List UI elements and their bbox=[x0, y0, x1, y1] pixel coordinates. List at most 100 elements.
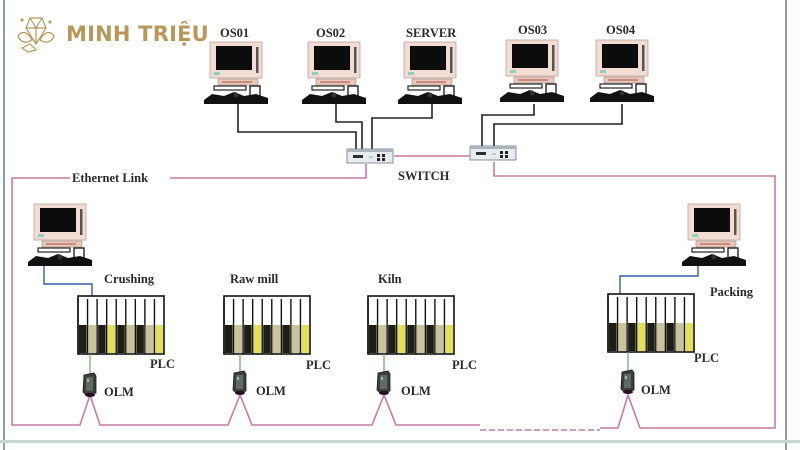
pc-plc-link-crushing bbox=[43, 266, 93, 296]
node-os01[interactable]: OS01 bbox=[203, 26, 269, 105]
lan-link-os04 bbox=[493, 104, 623, 148]
plc-module bbox=[685, 323, 693, 351]
plc-module bbox=[397, 325, 406, 353]
plc-module bbox=[263, 325, 271, 353]
computer-icon bbox=[397, 41, 463, 105]
plc-module bbox=[136, 325, 144, 353]
plc-module bbox=[647, 323, 655, 351]
olm-icon bbox=[376, 370, 391, 396]
plc-module bbox=[301, 325, 309, 353]
olm-raw-mill[interactable] bbox=[232, 370, 247, 396]
olm-label-packing: OLM bbox=[641, 383, 671, 397]
ethernet-ring bbox=[11, 155, 776, 431]
node-os03[interactable]: OS03 bbox=[499, 23, 565, 103]
plc-module bbox=[107, 325, 116, 353]
plc-label-packing: PLC bbox=[694, 351, 719, 365]
frame-bottom-border bbox=[0, 440, 800, 443]
station-label-raw-mill: Raw mill bbox=[230, 272, 279, 286]
brand-logo: MINH TRIỆU bbox=[14, 14, 209, 54]
plc-module bbox=[225, 325, 233, 353]
olm-icon bbox=[620, 369, 635, 395]
computer-icon bbox=[301, 41, 367, 105]
plc-module bbox=[98, 325, 106, 353]
node-label: OS03 bbox=[518, 23, 547, 37]
plc-module bbox=[637, 323, 646, 351]
station-label-packing: Packing bbox=[710, 285, 754, 299]
plc-module bbox=[445, 325, 453, 353]
station-label-kiln: Kiln bbox=[378, 272, 402, 286]
node-label: OS02 bbox=[316, 26, 345, 40]
brand-name: MINH TRIỆU bbox=[66, 22, 209, 46]
plc-rack-kiln[interactable] bbox=[367, 295, 455, 355]
node-server[interactable]: SERVER bbox=[397, 26, 463, 105]
switch-group: SWITCH bbox=[346, 145, 517, 183]
plc-module bbox=[253, 325, 262, 353]
computer-icon bbox=[27, 203, 93, 267]
station-label-crushing: Crushing bbox=[104, 272, 155, 286]
olm-label-raw-mill: OLM bbox=[256, 384, 286, 398]
plc-module bbox=[155, 325, 163, 353]
node-os04[interactable]: OS04 bbox=[589, 23, 655, 103]
plc-module bbox=[244, 325, 252, 353]
plc-module bbox=[628, 323, 636, 351]
node-label: OS01 bbox=[220, 26, 249, 40]
station-pc-crushing[interactable] bbox=[27, 203, 93, 267]
plc-module bbox=[145, 325, 154, 353]
olm-icon bbox=[82, 372, 97, 398]
ethernet-right bbox=[493, 162, 776, 429]
olm-crushing[interactable] bbox=[82, 372, 97, 398]
computer-icon bbox=[681, 203, 747, 267]
lan-link-os01 bbox=[237, 104, 357, 150]
plc-module bbox=[609, 323, 617, 351]
plc-module bbox=[234, 325, 243, 353]
frame-left-border bbox=[3, 0, 5, 450]
plc-module bbox=[291, 325, 300, 353]
lan-link-server bbox=[371, 104, 433, 150]
olm-kiln[interactable] bbox=[376, 370, 391, 396]
plc-module bbox=[126, 325, 135, 353]
plc-module bbox=[656, 323, 665, 351]
plc-module bbox=[666, 323, 674, 351]
computer-icon bbox=[203, 41, 269, 105]
plc-label-kiln: PLC bbox=[452, 358, 477, 372]
lan-link-os03 bbox=[481, 104, 535, 148]
plc-rack-raw-mill[interactable] bbox=[223, 295, 311, 355]
plc-module bbox=[79, 325, 87, 353]
plc-module bbox=[369, 325, 377, 353]
olm-label-crushing: OLM bbox=[104, 385, 134, 399]
computer-icon bbox=[589, 39, 655, 103]
lan-link-os02 bbox=[335, 104, 363, 150]
network-switch-icon[interactable] bbox=[469, 145, 517, 161]
pc-plc-link-packing bbox=[619, 266, 699, 294]
frame-right-border bbox=[785, 0, 787, 450]
computer-icon bbox=[499, 39, 565, 103]
plc-module bbox=[388, 325, 396, 353]
plc-module bbox=[407, 325, 415, 353]
plc-module bbox=[426, 325, 434, 353]
node-label: SERVER bbox=[406, 26, 457, 40]
plc-module bbox=[117, 325, 125, 353]
plc-rack-crushing[interactable] bbox=[77, 295, 165, 355]
station-pc-packing[interactable] bbox=[681, 203, 747, 267]
switch-label: SWITCH bbox=[398, 169, 450, 183]
plc-module bbox=[675, 323, 684, 351]
plc-module bbox=[378, 325, 387, 353]
ethernet-link-label: Ethernet Link bbox=[72, 171, 148, 185]
plc-racks bbox=[77, 293, 695, 374]
network-switch-icon[interactable] bbox=[346, 148, 394, 164]
plc-module bbox=[282, 325, 290, 353]
crystal-lotus-icon bbox=[17, 17, 55, 53]
top-nodes: OS01 OS02 SERVER OS03 OS04 bbox=[203, 23, 655, 105]
plc-module bbox=[272, 325, 281, 353]
lan-links bbox=[237, 104, 623, 150]
plc-module bbox=[416, 325, 425, 353]
olm-packing[interactable] bbox=[620, 369, 635, 395]
ethernet-left bbox=[170, 164, 367, 179]
plc-label-crushing: PLC bbox=[150, 357, 175, 371]
node-os02[interactable]: OS02 bbox=[301, 26, 367, 105]
plc-module bbox=[88, 325, 97, 353]
plc-label-raw-mill: PLC bbox=[306, 358, 331, 372]
node-label: OS04 bbox=[606, 23, 636, 37]
plc-rack-packing[interactable] bbox=[607, 293, 695, 353]
